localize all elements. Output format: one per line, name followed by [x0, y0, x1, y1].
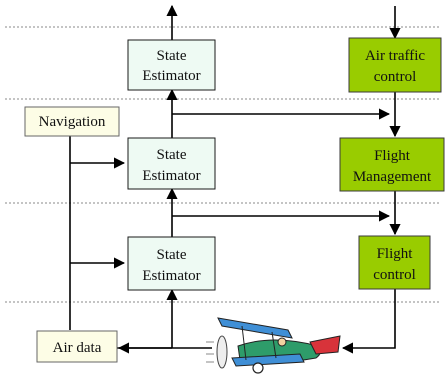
state-estimator-bottom-box	[127, 236, 216, 291]
state-estimator-mid: State Estimator	[127, 137, 216, 190]
state-estimator-mid-box	[127, 137, 216, 190]
state-estimator-top: State Estimator	[127, 39, 216, 91]
navigation-label: Navigation	[39, 114, 106, 130]
state-estimator-bottom-line1: State	[157, 247, 187, 263]
flight-management-line2: Management	[353, 169, 432, 185]
air-data-box	[36, 330, 118, 363]
biplane-strut-1	[241, 325, 247, 361]
navigation: Navigation	[24, 106, 120, 137]
flight-control: Flight control	[358, 235, 431, 290]
state-estimator-top-line2: Estimator	[142, 68, 200, 84]
air-traffic-control-line1: Air traffic	[365, 48, 425, 64]
biplane-lower-wing	[231, 353, 305, 367]
state-estimator-bottom: State Estimator	[127, 236, 216, 291]
state-estimator-mid-line1: State	[157, 147, 187, 163]
flight-control-line2: control	[373, 267, 416, 283]
flight-management: Flight Management	[339, 137, 445, 192]
state-estimator-top-box	[127, 39, 216, 91]
air-traffic-control-box	[348, 37, 442, 93]
state-estimator-top-line1: State	[157, 48, 187, 64]
flight-control-line1: Flight	[377, 246, 414, 262]
air-traffic-control: Air traffic control	[348, 37, 442, 93]
biplane-pilot	[277, 337, 287, 347]
biplane-icon	[206, 317, 341, 374]
flight-management-line1: Flight	[374, 148, 411, 164]
connectors	[69, 4, 401, 354]
navigation-box	[24, 106, 120, 137]
biplane-wheel	[252, 362, 264, 374]
biplane-propeller	[216, 335, 228, 369]
biplane-tail	[309, 335, 341, 355]
arrow-fc-to-aircraft	[341, 289, 396, 354]
air-data-label: Air data	[53, 340, 102, 356]
flight-control-box	[358, 235, 431, 290]
state-estimator-mid-line2: Estimator	[142, 168, 200, 184]
level-dividers	[5, 26, 440, 303]
air-data: Air data	[36, 330, 118, 363]
biplane-upper-wing	[217, 317, 293, 339]
biplane-strut-2	[271, 331, 277, 359]
state-estimator-bottom-line2: Estimator	[142, 268, 200, 284]
air-traffic-control-line2: control	[374, 69, 417, 85]
flight-management-box	[339, 137, 445, 192]
